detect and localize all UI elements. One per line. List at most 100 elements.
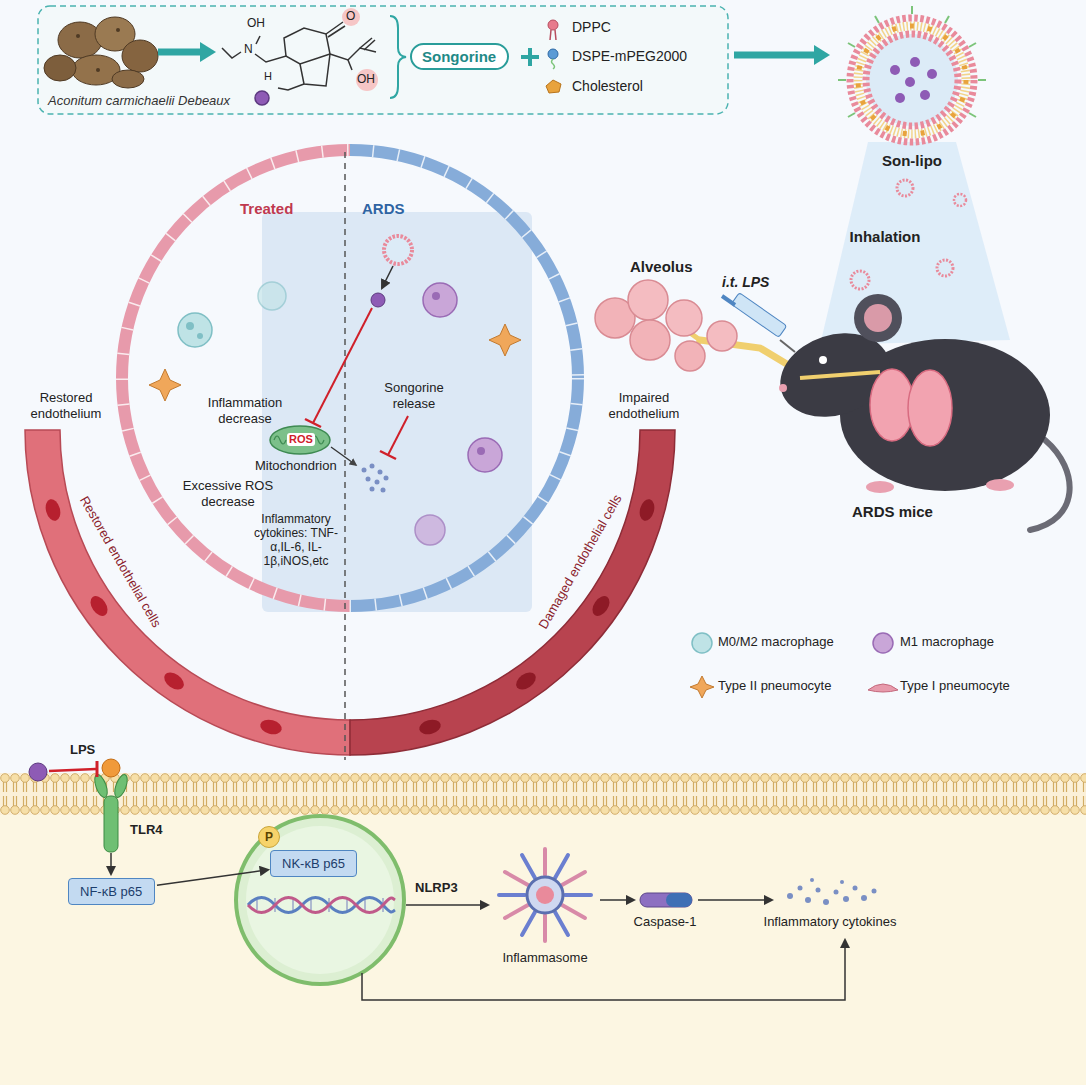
effect-note: Inflammation decrease xyxy=(195,395,295,426)
inhaled-liposomes xyxy=(851,271,869,289)
vessel-label: Restored endothelium xyxy=(20,390,112,421)
caspase-pill xyxy=(666,893,692,907)
alveolus-ring xyxy=(350,150,578,606)
cytokine-dots xyxy=(370,464,375,469)
aconite-root xyxy=(44,17,158,88)
nucleus xyxy=(346,900,348,910)
plus-sign xyxy=(528,48,532,66)
mouse xyxy=(908,370,952,446)
alveolus-cluster xyxy=(595,280,800,372)
legend-icons xyxy=(690,676,714,698)
liposome xyxy=(890,65,900,75)
nucleus xyxy=(310,900,312,910)
alveolus-ring xyxy=(122,150,578,606)
inflammasome xyxy=(543,915,547,941)
tlr4-receptor xyxy=(92,759,130,874)
molecule-structure xyxy=(222,48,241,58)
brace xyxy=(390,16,406,98)
legend-icons xyxy=(868,684,898,692)
pathway-arrows xyxy=(362,940,845,1000)
m1-macrophage xyxy=(423,283,457,317)
inhibition-line xyxy=(388,416,408,455)
molecule-structure xyxy=(356,69,378,91)
m2-macrophage xyxy=(178,282,286,347)
m2-macrophage xyxy=(197,333,203,339)
liposome xyxy=(858,26,966,134)
inhibitor-ball xyxy=(29,761,97,781)
aconite-root xyxy=(76,34,80,38)
cytokine-dots xyxy=(816,888,821,893)
brace xyxy=(390,16,406,98)
nucleus xyxy=(248,898,395,913)
component-label: Cholesterol xyxy=(572,78,643,95)
cytokine-dots xyxy=(362,464,389,493)
mouse xyxy=(769,294,1069,530)
m2-macrophage xyxy=(258,282,286,310)
nucleus xyxy=(236,816,404,984)
blood-vessel xyxy=(43,498,283,737)
liposome xyxy=(850,18,974,142)
process-arrow xyxy=(734,52,814,59)
inhibitor-ball xyxy=(49,769,96,771)
cytokine-dots xyxy=(840,880,844,884)
inflammasome xyxy=(505,872,528,885)
m1-macrophage xyxy=(477,447,485,455)
inflammasome xyxy=(522,912,535,935)
tlr4-receptor xyxy=(112,773,130,799)
liposome xyxy=(978,79,986,81)
liposome xyxy=(848,113,855,117)
lipid-icons xyxy=(546,20,561,93)
small-liposome xyxy=(384,236,412,264)
type-ii-pneumocyte xyxy=(149,369,181,401)
background xyxy=(0,815,1086,1085)
liposome xyxy=(875,16,879,23)
liposome xyxy=(911,6,913,14)
liposome xyxy=(920,90,930,100)
inflammasome xyxy=(522,855,535,878)
route-label: Inhalation xyxy=(850,228,921,246)
liposome xyxy=(838,6,986,142)
molecule-structure xyxy=(364,40,375,50)
m2-macrophage xyxy=(178,313,212,347)
mouse xyxy=(800,372,880,378)
inflammasome xyxy=(543,849,547,875)
mouse xyxy=(864,304,892,332)
source-panel xyxy=(38,6,728,114)
molecule-structure xyxy=(278,84,304,90)
syringe xyxy=(780,340,795,352)
panel-heading: ARDS xyxy=(362,200,405,218)
legend-text: Type II pneumocyte xyxy=(718,678,831,694)
cytokine-dots xyxy=(823,899,829,905)
alveolus-cluster xyxy=(675,341,705,371)
atom-label: OH xyxy=(357,72,375,86)
lipid-icons xyxy=(555,30,556,40)
model-label: ARDS mice xyxy=(852,503,933,521)
blood-vessel xyxy=(259,717,284,736)
aconite-root xyxy=(96,68,100,72)
nucleus xyxy=(236,816,404,984)
cytokine-dots xyxy=(787,893,793,899)
molecule-structure xyxy=(318,34,330,58)
inflammasome xyxy=(555,912,568,935)
small-liposome xyxy=(382,266,393,288)
inflammasome xyxy=(562,872,585,885)
organelle-label: Mitochondrion xyxy=(255,458,337,474)
inhibitor-ball xyxy=(96,761,99,777)
mouse xyxy=(866,481,894,493)
cytokine-dots xyxy=(810,878,814,882)
process-arrow xyxy=(814,45,830,65)
type-ii-pneumocyte xyxy=(149,324,521,401)
plus-sign xyxy=(521,48,539,66)
legend-icons xyxy=(873,633,893,653)
inflammasome xyxy=(499,849,591,941)
inhibition-line xyxy=(313,308,372,423)
legend-icons xyxy=(690,633,898,698)
liposome xyxy=(866,34,958,126)
atom-label: OH xyxy=(247,16,265,30)
small-liposome xyxy=(371,236,412,307)
molecule-structure xyxy=(256,36,260,44)
tlr4-receptor xyxy=(104,796,118,852)
caspase-pill xyxy=(640,893,692,907)
process-arrow xyxy=(158,42,216,62)
cytokine-dots xyxy=(798,886,803,891)
